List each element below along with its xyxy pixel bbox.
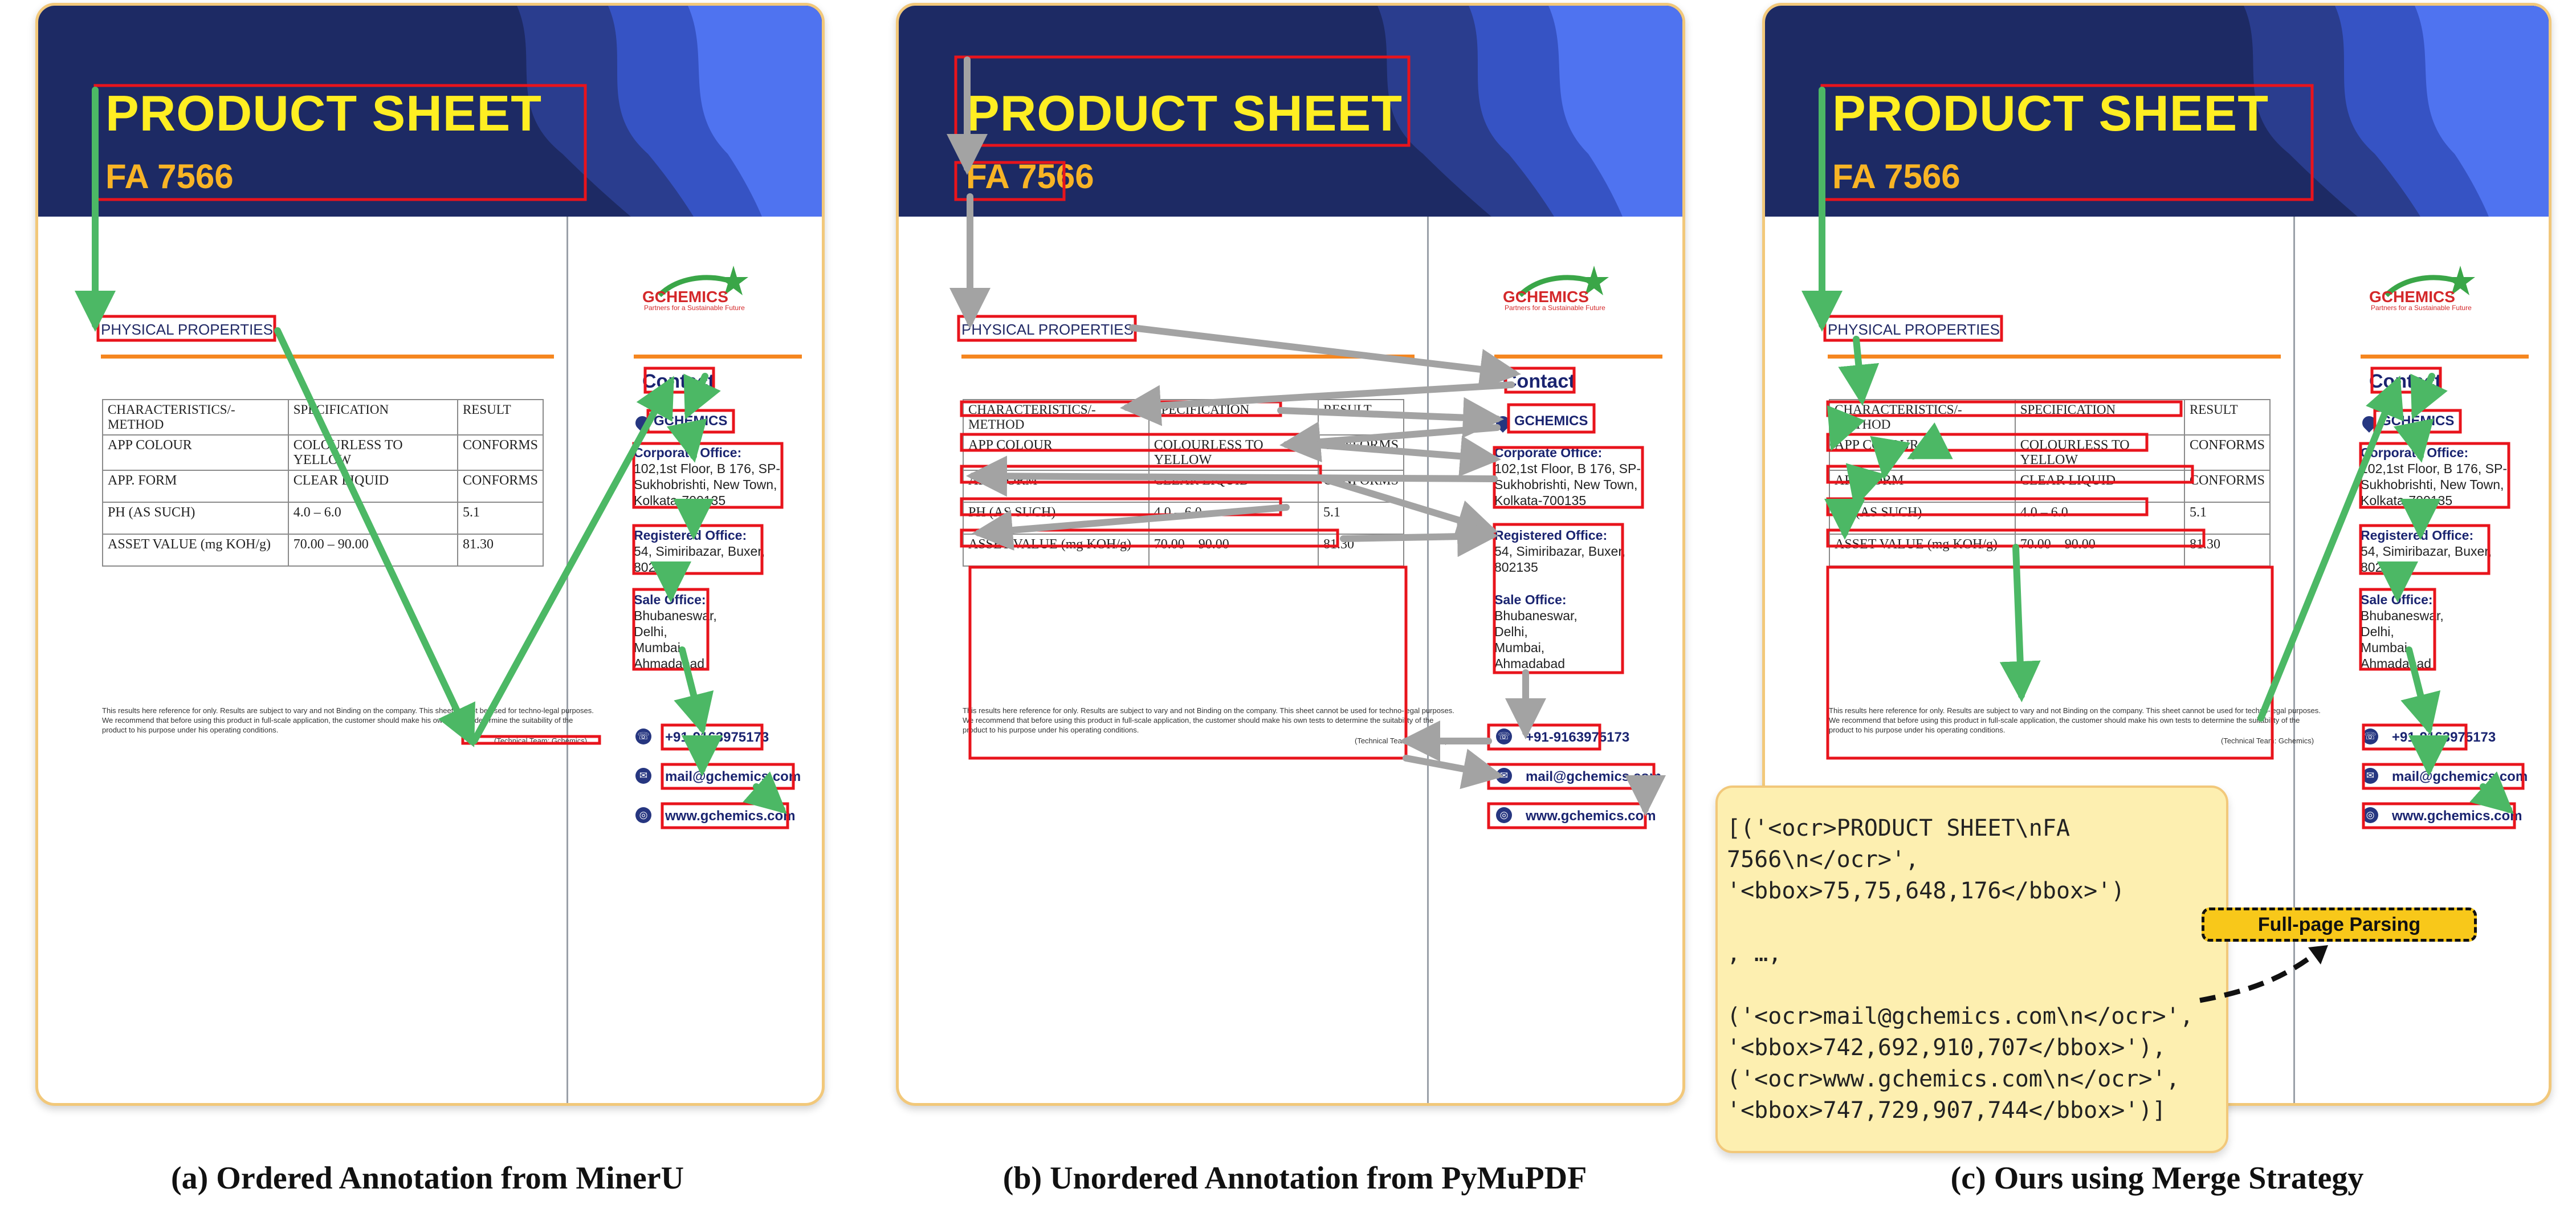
table-row: ASSET VALUE (mg KOH/g) 70.00 – 90.00 81.… xyxy=(1829,534,2271,567)
gchemics-logo-icon xyxy=(1518,266,1609,298)
table-cell: 5.1 xyxy=(456,502,544,535)
dashed-arrow-icon xyxy=(2199,945,2328,1003)
orange-rule xyxy=(961,355,1415,359)
table-header-cell: CHARACTERISTICS/-METHOD xyxy=(102,399,289,436)
output-line: [('<ocr>PRODUCT SHEET\nFA xyxy=(1727,815,2070,841)
output-line: '<bbox>75,75,648,176</bbox>') xyxy=(1727,878,2125,904)
globe-icon: ◎ xyxy=(635,807,651,823)
logo-tagline: Partners for a Sustainable Future xyxy=(1505,304,1605,312)
column-divider xyxy=(1427,217,1429,1103)
output-line: ('<ocr>www.gchemics.com\n</ocr>', xyxy=(1727,1066,2180,1092)
email-icon: ✉ xyxy=(2362,768,2378,784)
globe-icon: ◎ xyxy=(1496,807,1512,823)
sheet-title: PRODUCT SHEET xyxy=(966,85,1403,141)
output-line: , …, xyxy=(1727,941,1782,967)
corporate-office-address: 102,1st Floor, B 176, SP-Sukhobrishti, N… xyxy=(1494,461,1641,508)
orange-rule xyxy=(1828,355,2281,359)
section-title: PHYSICAL PROPERTIES xyxy=(101,321,273,338)
product-sheet: PRODUCT SHEET FA 7566 PHYSICAL PROPERTIE… xyxy=(896,3,1685,1106)
table-cell: CONFORMS xyxy=(456,470,544,503)
logo-text: GCHEMICS xyxy=(1503,288,1589,306)
sale-office-cities: Bhubaneswar, Delhi, Mumbai, Ahmadabad xyxy=(634,608,717,671)
disclaimer-text: This results here reference for only. Re… xyxy=(963,706,1454,734)
logo-tagline: Partners for a Sustainable Future xyxy=(644,304,745,312)
sale-office: Sale Office: Bhubaneswar, Delhi, Mumbai,… xyxy=(1494,592,1578,671)
sheet-code: FA 7566 xyxy=(1832,157,1960,196)
table-header-cell: RESULT xyxy=(456,399,544,436)
caption-c: (c) Ours using Merge Strategy xyxy=(1950,1161,2364,1196)
orange-rule-right xyxy=(634,355,802,359)
table-header-row: CHARACTERISTICS/-METHOD SPECIFICATION RE… xyxy=(102,399,544,436)
table-cell: ASSET VALUE (mg KOH/g) xyxy=(102,534,289,567)
phone-icon: ☏ xyxy=(635,729,651,744)
sheet-title: PRODUCT SHEET xyxy=(105,85,542,141)
table-cell: ASSET VALUE (mg KOH/g) xyxy=(1829,534,2016,567)
sale-office-cities: Bhubaneswar, Delhi, Mumbai, Ahmadabad xyxy=(1494,608,1578,671)
table-row: APP. FORM CLEAR LIQUID CONFORMS xyxy=(102,470,544,503)
parsing-output-box xyxy=(1715,786,2228,1153)
table-cell: 70.00 – 90.00 xyxy=(2014,534,2185,567)
output-line: '<bbox>742,692,910,707</bbox>'), xyxy=(1727,1035,2166,1061)
disclaimer-text: This results here reference for only. Re… xyxy=(1829,706,2321,734)
email-icon: ✉ xyxy=(635,768,651,784)
registered-office: Registered Office: 54, Simiribazar, Buxe… xyxy=(1494,527,1648,575)
section-title: PHYSICAL PROPERTIES xyxy=(1828,321,2000,338)
orange-rule-right xyxy=(2361,355,2529,359)
table-cell: CLEAR LIQUID xyxy=(2014,470,2185,503)
orange-rule xyxy=(101,355,554,359)
corporate-office: Corporate Office: 102,1st Floor, B 176, … xyxy=(2361,445,2514,508)
output-line: ('<ocr>mail@gchemics.com\n</ocr>', xyxy=(1727,1003,2194,1029)
table-cell: CLEAR LIQUID xyxy=(287,470,458,503)
annotation-overlay-a xyxy=(75,84,795,829)
header-waves xyxy=(1377,6,1682,217)
sale-office-title: Sale Office: xyxy=(1494,592,1567,607)
table-cell: CONFORMS xyxy=(2183,434,2271,471)
gchemics-logo-icon xyxy=(2384,266,2475,298)
caption-b: (b) Unordered Annotation from PyMuPDF xyxy=(1002,1161,1587,1196)
output-line: '<bbox>747,729,907,744</bbox>')] xyxy=(1727,1097,2166,1124)
panel-b: PRODUCT SHEET FA 7566 PHYSICAL PROPERTIE… xyxy=(896,3,1685,1106)
gchemics-logo-icon xyxy=(657,266,748,298)
table-cell: APP. FORM xyxy=(102,470,289,503)
panel-a: PRODUCT SHEET FA 7566 PHYSICAL PROPERTIE… xyxy=(35,3,825,1106)
registered-office-address: 54, Simiribazar, Buxer, 802135 xyxy=(1494,544,1626,575)
logo-text: GCHEMICS xyxy=(2369,288,2455,306)
logo-text: GCHEMICS xyxy=(642,288,728,306)
column-divider xyxy=(2293,217,2295,1103)
logo-tagline: Partners for a Sustainable Future xyxy=(2371,304,2472,312)
header-waves xyxy=(517,6,822,217)
full-page-parsing-tag: Full-page Parsing xyxy=(2202,907,2477,942)
corporate-office-address: 102,1st Floor, B 176, SP-Sukhobrishti, N… xyxy=(634,461,780,508)
registered-office-title: Registered Office: xyxy=(1494,528,1608,543)
table-cell: 81.30 xyxy=(456,534,544,567)
table-cell: APP COLOUR xyxy=(102,434,289,471)
header-waves xyxy=(2244,6,2549,217)
sheet-title: PRODUCT SHEET xyxy=(1832,85,2269,141)
globe-icon: ◎ xyxy=(2362,807,2378,823)
table-cell: CONFORMS xyxy=(2183,470,2271,503)
product-sheet: PRODUCT SHEET FA 7566 PHYSICAL PROPERTIE… xyxy=(35,3,825,1106)
technical-team-note: (Technical Team: Gchemics) xyxy=(2221,736,2314,745)
orange-rule-right xyxy=(1494,355,1662,359)
column-divider xyxy=(566,217,568,1103)
table-cell: PH (AS SUCH) xyxy=(102,502,289,535)
annotation-overlay-b xyxy=(947,55,1666,829)
output-line: 7566\n</ocr>', xyxy=(1727,846,1919,873)
table-cell: 70.00 – 90.00 xyxy=(1148,534,1319,567)
table-cell: CONFORMS xyxy=(456,434,544,471)
sheet-code: FA 7566 xyxy=(105,157,234,196)
phone-icon: ☏ xyxy=(2362,729,2378,744)
company-name: GCHEMICS xyxy=(1514,413,1588,429)
table-header-cell: RESULT xyxy=(2183,399,2271,436)
annotation-overlay-c xyxy=(1801,84,2525,829)
caption-a: (a) Ordered Annotation from MinerU xyxy=(170,1161,684,1196)
